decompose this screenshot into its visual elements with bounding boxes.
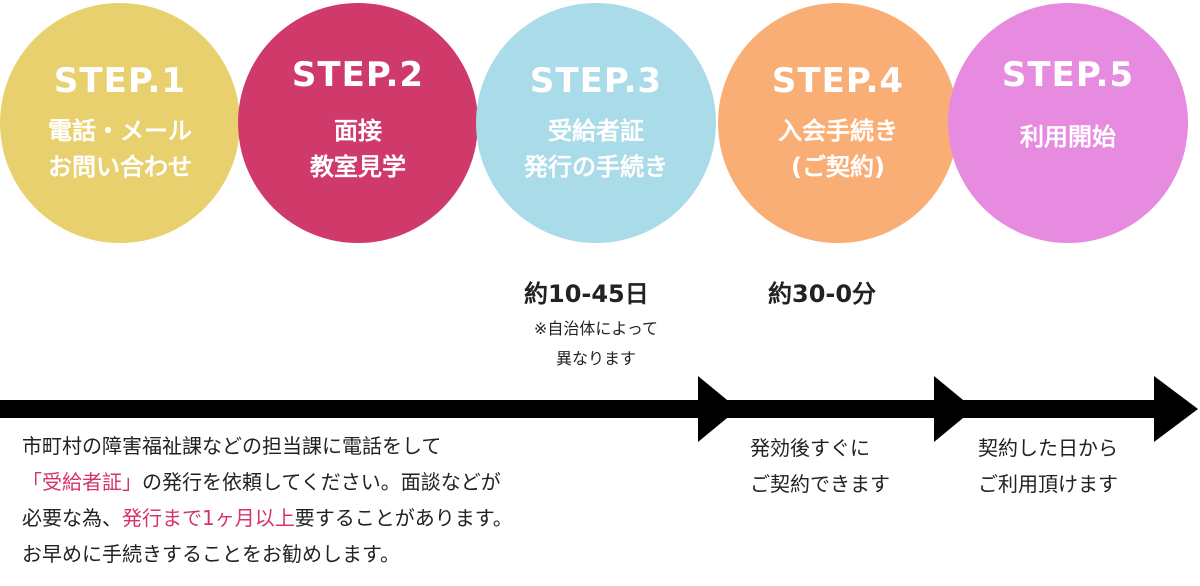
step-title-line: (ご契約) (791, 153, 885, 181)
step-title-line: 入会手続き (778, 117, 898, 145)
step-number: STEP.3 (529, 61, 663, 101)
step-3-circle: STEP.3 受給者証 発行の手続き (476, 3, 716, 243)
step-title: 入会手続き (ご契約) (778, 113, 898, 185)
step-4-duration: 約30-0分 (768, 280, 877, 308)
step-number: STEP.5 (1001, 55, 1135, 95)
description-line: ご契約できます (750, 472, 890, 496)
description-line: 発効後すぐに (750, 436, 870, 460)
step-5-circle: STEP.5 利用開始 (948, 3, 1188, 243)
step-1-circle: STEP.1 電話・メール お問い合わせ (0, 3, 240, 243)
note-line: 異なります (555, 349, 636, 368)
description-line: 必要な為、発行まで1ヶ月以上要することがあります。 (22, 500, 513, 536)
note-line: ※自治体によって (533, 319, 659, 338)
step-number: STEP.2 (291, 55, 425, 95)
timeline-line (0, 400, 1170, 418)
step-3-duration: 約10-45日 (524, 280, 649, 308)
description-line: 「受給者証」の発行を依頼してください。面談などが (22, 464, 513, 500)
description-text: の発行を依頼してください。面談などが (142, 470, 501, 494)
highlight-text: 発行まで1ヶ月以上 (122, 506, 295, 530)
timeline-arrow (0, 376, 1198, 442)
highlight-text: 「受給者証」 (22, 470, 142, 494)
step-number: STEP.4 (771, 61, 905, 101)
step-title: 電話・メール お問い合わせ (48, 113, 192, 185)
description-line: ご利用頂けます (978, 472, 1118, 496)
step-title-line: 利用開始 (1020, 123, 1116, 151)
step-2-circle: STEP.2 面接 教室見学 (238, 3, 478, 243)
step-title-line: 教室見学 (310, 153, 406, 181)
step-3-duration-note: ※自治体によって 異なります (496, 314, 696, 374)
arrow-head-2 (934, 376, 974, 442)
description-after-step-4: 契約した日から ご利用頂けます (978, 430, 1118, 502)
step-title: 受給者証 発行の手続き (524, 113, 668, 185)
description-text: 要することがあります。 (294, 506, 513, 530)
step-title: 利用開始 (1020, 119, 1116, 155)
description-main: 市町村の障害福祉課などの担当課に電話をして 「受給者証」の発行を依頼してください… (22, 428, 513, 572)
step-number: STEP.1 (53, 61, 187, 101)
step-title-line: お問い合わせ (48, 153, 192, 181)
step-title: 面接 教室見学 (310, 113, 406, 185)
step-title-line: 発行の手続き (524, 153, 668, 181)
step-title-line: 面接 (334, 117, 382, 145)
step-title-line: 電話・メール (48, 117, 192, 145)
description-text: 必要な為、 (22, 506, 122, 530)
arrow-head-3 (1154, 376, 1198, 442)
description-line: お早めに手続きすることをお勧めします。 (22, 542, 400, 566)
arrow-head-1 (698, 376, 738, 442)
description-line: 市町村の障害福祉課などの担当課に電話をして (22, 434, 442, 458)
step-4-circle: STEP.4 入会手続き (ご契約) (718, 3, 958, 243)
description-after-step-3: 発効後すぐに ご契約できます (750, 430, 890, 502)
description-line: 契約した日から (978, 436, 1118, 460)
step-title-line: 受給者証 (548, 117, 644, 145)
